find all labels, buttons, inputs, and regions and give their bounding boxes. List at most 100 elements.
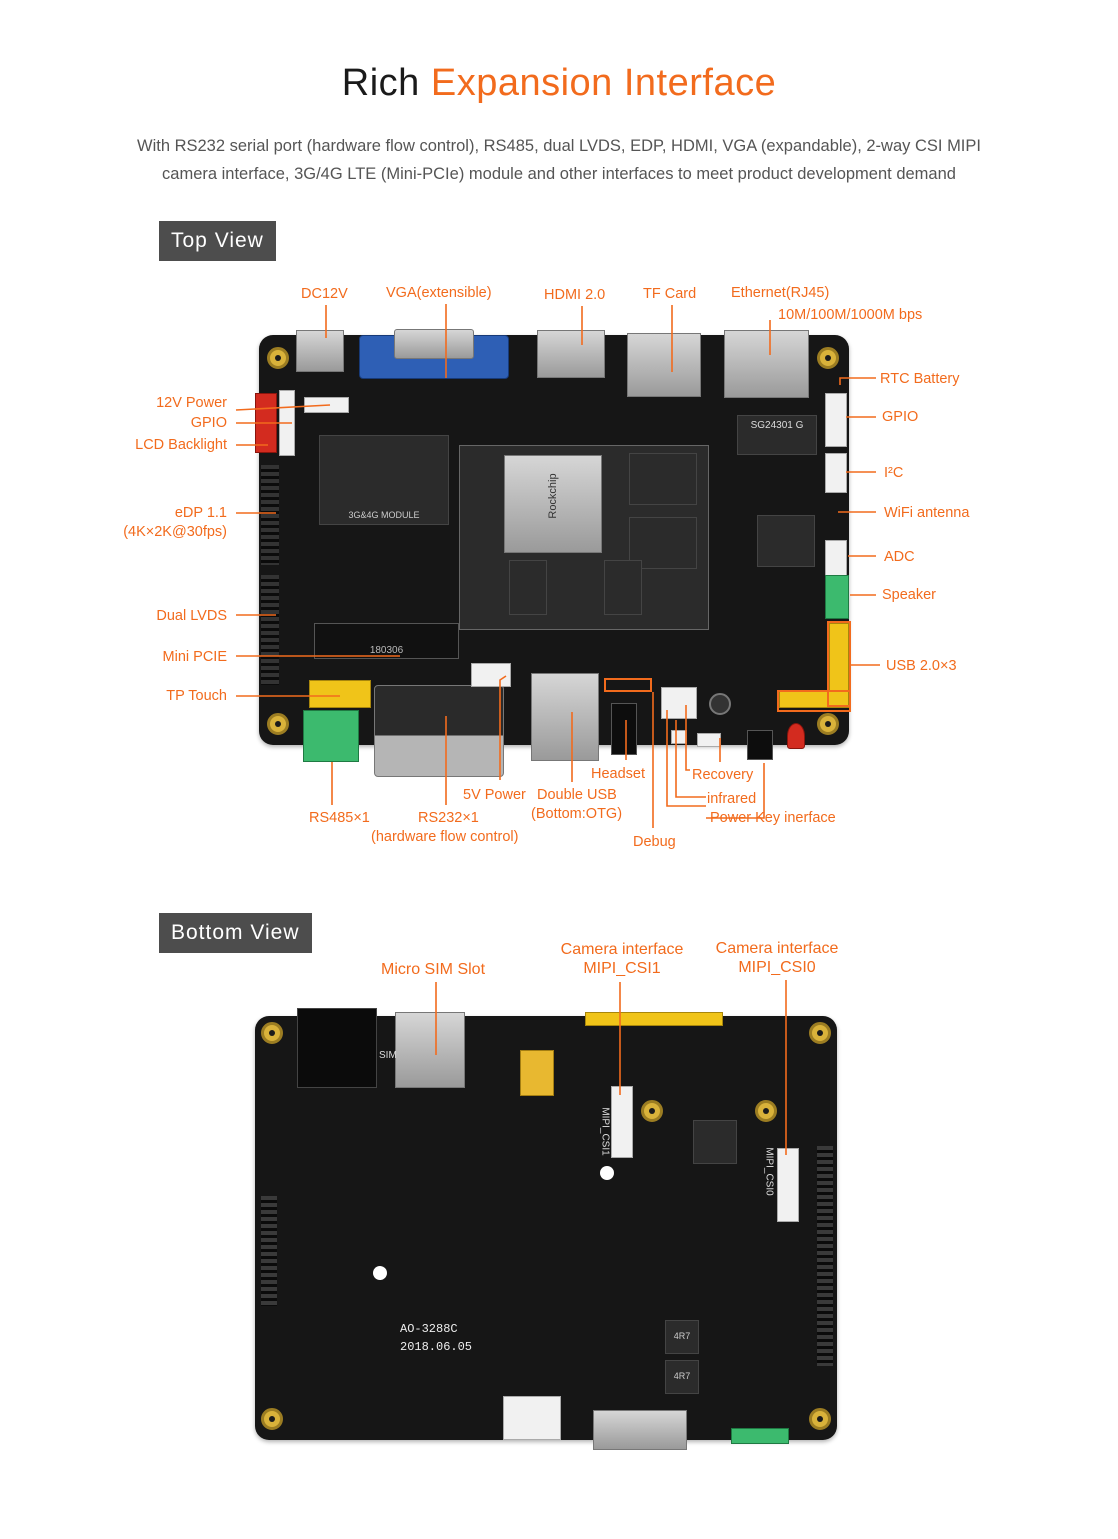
headset-jack: [611, 703, 637, 755]
label-vga: VGA(extensible): [386, 285, 492, 301]
mount-hole: [809, 1022, 831, 1044]
mount-hole: [817, 713, 839, 735]
5v-power-connector: [471, 663, 511, 687]
description-line-1: With RS232 serial port (hardware flow co…: [137, 137, 981, 155]
bottom-view-tag: Bottom View: [159, 913, 312, 953]
label-mipi-csi1: MIPI_CSI1: [583, 960, 661, 977]
terminal-underside: [731, 1428, 789, 1444]
mount-hole: [261, 1408, 283, 1430]
rj45-underside: [297, 1008, 377, 1088]
label-double-usb: Double USB: [537, 787, 617, 803]
i2c-connector: [825, 453, 847, 493]
label-adc: ADC: [884, 549, 915, 565]
micro-sim-slot: [395, 1012, 465, 1088]
label-tf-card: TF Card: [643, 286, 697, 302]
page-title: Rich Expansion Interface: [0, 62, 1118, 105]
label-camera1: Camera interface: [560, 941, 684, 958]
wifi-module: [757, 515, 815, 567]
label-mipi-csi0: MIPI_CSI0: [738, 959, 816, 976]
led: [787, 723, 805, 749]
label-headset: Headset: [591, 766, 646, 782]
mount-hole: [267, 713, 289, 735]
mount-hole: [755, 1100, 777, 1122]
board-hole: [600, 1166, 614, 1180]
label-lcd-backlight: LCD Backlight: [135, 437, 227, 453]
description-line-2: camera interface, 3G/4G LTE (Mini-PCIe) …: [162, 165, 956, 183]
mount-hole: [817, 347, 839, 369]
inductor: 4R7: [665, 1320, 699, 1354]
board-hole: [373, 1266, 387, 1280]
inductor: 4R7: [665, 1360, 699, 1394]
board-model-silk: AO-3288C: [400, 1322, 458, 1336]
lvds-header: [261, 575, 279, 685]
label-speaker: Speaker: [882, 587, 937, 603]
mipi-csi0-connector: [777, 1148, 799, 1222]
label-edp-resolution: (4K×2K@30fps): [123, 524, 227, 540]
infrared-receiver: [709, 693, 731, 715]
label-rs485: RS485×1: [309, 810, 370, 826]
label-tp-touch: TP Touch: [166, 688, 227, 704]
power-key: [747, 730, 773, 760]
page-description: With RS232 serial port (hardware flow co…: [80, 132, 1038, 188]
label-i2c: I²C: [884, 465, 904, 481]
module-label: 3G&4G MODULE: [348, 510, 420, 520]
soc-chip: Rockchip: [504, 455, 602, 553]
memory-chip: [604, 560, 642, 615]
gpio-connector: [825, 393, 847, 447]
label-edp: eDP 1.1: [174, 505, 227, 521]
memory-chip: [509, 560, 547, 615]
label-rs232-sub: (hardware flow control): [371, 829, 519, 845]
label-wifi-antenna: WiFi antenna: [884, 505, 970, 521]
tp-touch-connector: [309, 680, 371, 708]
rs232-connector: [374, 685, 504, 777]
ethernet-chip: SG24301 G: [737, 415, 817, 455]
tf-card-slot: [627, 333, 701, 397]
label-infrared: infrared: [707, 791, 757, 807]
header-underside: [817, 1146, 833, 1366]
label-recovery: Recovery: [692, 767, 754, 783]
pcie-code: 180306: [369, 645, 404, 656]
module-area: 3G&4G MODULE: [319, 435, 449, 525]
label-gpio-left: GPIO: [190, 415, 227, 431]
label-rtc-battery: RTC Battery: [880, 371, 960, 387]
board-date-silk: 2018.06.05: [400, 1340, 473, 1354]
usb-highlight: [777, 690, 851, 712]
hdmi-connector: [537, 330, 605, 378]
label-debug: Debug: [633, 834, 676, 850]
label-hdmi: HDMI 2.0: [544, 287, 606, 303]
rj45-connector: [724, 330, 809, 398]
label-dual-lvds: Dual LVDS: [156, 608, 227, 624]
vga-connector-shell: [394, 329, 474, 359]
label-rs232: RS232×1: [418, 810, 479, 826]
mount-hole: [261, 1022, 283, 1044]
mini-pcie-slot: 180306: [314, 623, 459, 659]
dc-jack: [296, 330, 344, 372]
label-power-key: Power Key inerface: [710, 810, 836, 826]
inductor-label: 4R7: [673, 1371, 691, 1381]
label-dc12v: DC12V: [301, 286, 348, 302]
label-usb: USB 2.0×3: [886, 658, 957, 674]
label-micro-sim: Micro SIM Slot: [381, 961, 486, 978]
label-12v-power: 12V Power: [156, 395, 227, 411]
qfp-chip: [693, 1120, 737, 1164]
memory-chip: [629, 453, 697, 505]
debug-highlight: [604, 678, 652, 692]
label-double-usb-sub: (Bottom:OTG): [531, 806, 623, 822]
top-board-image: Rockchip SG24301 G 3G&4G MODULE 180306: [255, 329, 851, 777]
bottom-board-image: SIM MIPI_CSI1 MIPI_CSI0 AO-3288C 2018.06…: [255, 1008, 837, 1450]
title-plain: Rich: [341, 62, 420, 104]
debug-recovery-header: [661, 687, 697, 719]
label-mini-pcie: Mini PCIE: [162, 649, 227, 665]
double-usb-connector: [531, 673, 599, 761]
mount-hole: [809, 1408, 831, 1430]
label-ethernet-speed: 10M/100M/1000M bps: [778, 307, 923, 323]
sim-silk: SIM: [379, 1050, 397, 1061]
inductor-label: 4R7: [673, 1331, 691, 1341]
mount-hole: [641, 1100, 663, 1122]
top-view-tag: Top View: [159, 221, 276, 261]
title-accent: Expansion Interface: [430, 62, 777, 104]
rs485-terminal: [303, 710, 359, 762]
speaker-connector: [825, 575, 849, 619]
